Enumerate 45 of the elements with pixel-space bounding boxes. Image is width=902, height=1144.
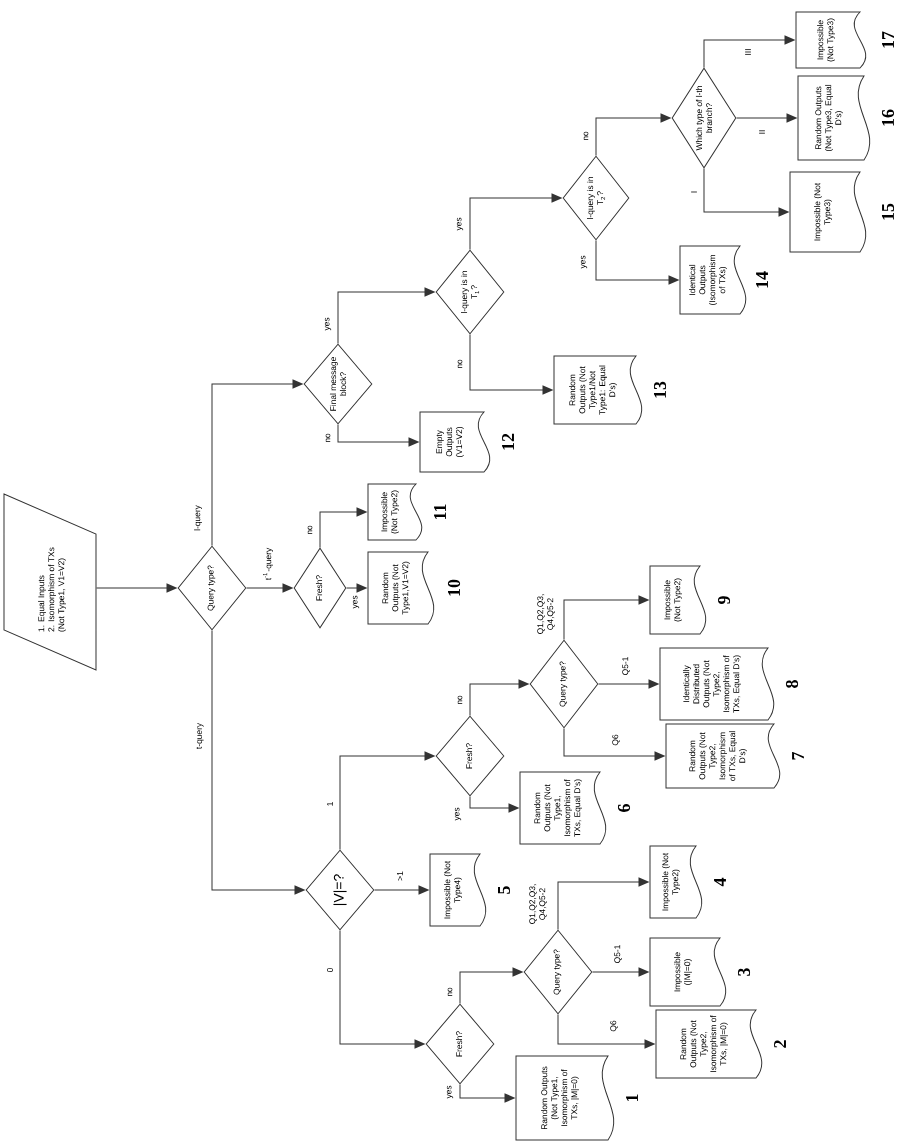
arrow: [557, 877, 650, 930]
step-number: 3: [737, 968, 751, 976]
arrow: [563, 595, 650, 640]
arrow: [459, 967, 524, 1004]
arrow: [319, 507, 368, 548]
arrow: [595, 113, 672, 156]
step-number: 17: [882, 31, 894, 48]
arrow: [703, 168, 790, 217]
step-number: 11: [434, 504, 446, 520]
arrow: [339, 751, 436, 850]
arrow: [469, 334, 554, 395]
arrow: [374, 885, 430, 895]
step-number: 9: [717, 596, 731, 604]
arrow: [459, 1084, 516, 1103]
arrow: [469, 193, 563, 250]
arrow: [703, 35, 796, 68]
arrow: [736, 113, 798, 123]
arrow: [469, 796, 520, 813]
step-number: 2: [774, 1040, 786, 1048]
arrow: [469, 679, 530, 716]
arrow: [246, 583, 294, 593]
step-number: 7: [792, 751, 804, 760]
arrow: [595, 240, 680, 285]
arrow: [211, 630, 306, 895]
step-number: 14: [756, 271, 768, 288]
step-number: 10: [447, 579, 461, 596]
step-number: 8: [785, 680, 799, 688]
arrow: [346, 583, 368, 593]
arrow: [557, 1014, 656, 1049]
arrow: [337, 287, 436, 344]
step-number: 5: [498, 886, 510, 894]
step-number: 1: [626, 1094, 638, 1102]
arrow: [598, 679, 660, 689]
arrow: [563, 728, 666, 761]
arrow: [339, 930, 426, 1049]
arrow: [96, 583, 178, 593]
arrow: [592, 967, 650, 977]
step-number: 6: [617, 804, 631, 812]
arrow: [337, 424, 420, 447]
arrow: [211, 379, 304, 546]
step-number: 15: [881, 203, 895, 220]
step-number: 4: [714, 877, 726, 887]
step-number: 13: [653, 381, 667, 398]
step-number: 12: [502, 433, 514, 450]
step-number: 16: [881, 109, 895, 126]
